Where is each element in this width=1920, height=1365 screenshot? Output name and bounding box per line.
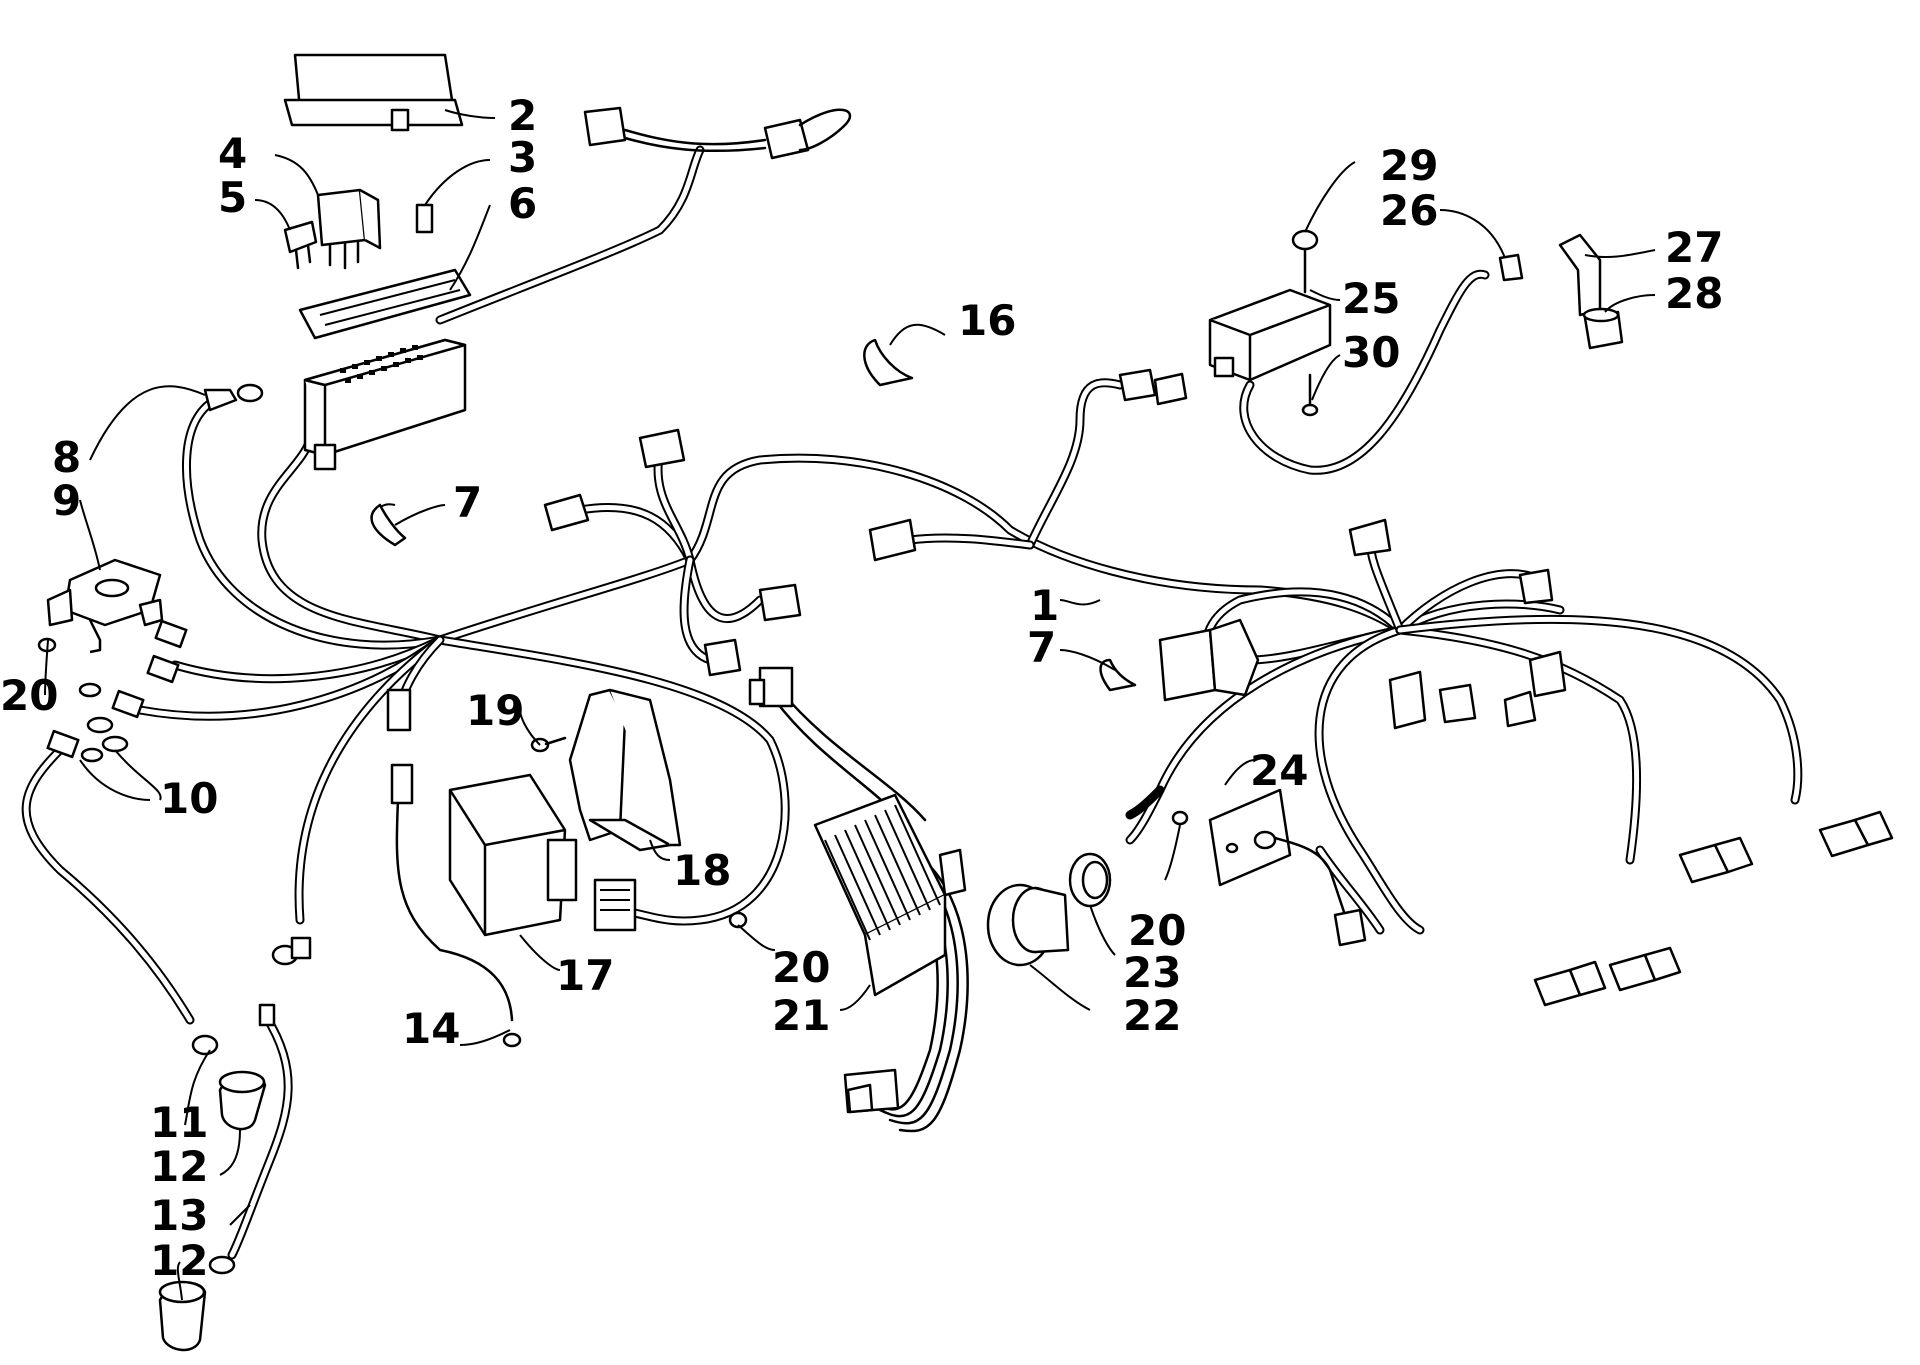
screw-20-right bbox=[1171, 810, 1189, 826]
switch-mounting-plate bbox=[1208, 788, 1367, 947]
callout-3: 3 bbox=[508, 133, 537, 182]
callout-20-left: 20 bbox=[0, 671, 58, 720]
screw-30 bbox=[1301, 373, 1319, 417]
fuse-box-cover bbox=[283, 53, 464, 132]
harness-wires bbox=[21, 145, 1803, 1260]
cdi-mounting-bracket bbox=[568, 688, 682, 852]
cap-28 bbox=[1582, 307, 1624, 350]
callout-24: 24 bbox=[1250, 746, 1308, 795]
ground-lead-14-connector bbox=[386, 688, 522, 1048]
starter-solenoid bbox=[46, 558, 164, 654]
fuse-box-base bbox=[303, 338, 467, 471]
battery-terminal-13 bbox=[208, 1255, 236, 1275]
callout-10: 10 bbox=[160, 774, 218, 823]
callout-16: 16 bbox=[958, 296, 1016, 345]
battery-terminal-11 bbox=[191, 1034, 219, 1056]
callout-14: 14 bbox=[402, 1004, 460, 1053]
callout-27: 27 bbox=[1665, 223, 1723, 272]
ground-terminal-13-upper bbox=[258, 936, 312, 1027]
solenoid-nuts-washers bbox=[78, 682, 129, 763]
callout-18: 18 bbox=[673, 846, 731, 895]
callout-6: 6 bbox=[508, 179, 537, 228]
callout-12-upper: 12 bbox=[150, 1142, 208, 1191]
nut-29 bbox=[1291, 229, 1319, 294]
callout-9: 9 bbox=[52, 476, 81, 525]
callout-8: 8 bbox=[52, 433, 81, 482]
headlight-connectors bbox=[1533, 810, 1894, 1007]
ring-terminal-8 bbox=[203, 383, 264, 412]
callout-22: 22 bbox=[1123, 991, 1181, 1040]
callout-5: 5 bbox=[218, 173, 247, 222]
fuse-label-decal bbox=[298, 268, 472, 340]
cable-clip-7-upper bbox=[370, 503, 407, 547]
callout-19: 19 bbox=[466, 686, 524, 735]
regulator-output-plug bbox=[843, 1068, 900, 1114]
mini-fuse-5 bbox=[283, 220, 318, 270]
callout-28: 28 bbox=[1665, 269, 1723, 318]
callout-20-middle: 20 bbox=[772, 943, 830, 992]
control-module-25 bbox=[1208, 288, 1332, 382]
voltage-regulator bbox=[813, 793, 967, 997]
connector-boot-26 bbox=[1498, 253, 1524, 282]
callout-4: 4 bbox=[218, 129, 247, 178]
callout-labels: 1 2 3 4 5 6 7 7 8 9 10 11 12 12 13 14 16… bbox=[0, 91, 1723, 1285]
callout-1: 1 bbox=[1030, 581, 1059, 630]
callout-26: 26 bbox=[1380, 186, 1438, 235]
regulator-harness-connector bbox=[748, 666, 794, 708]
elbow-cap-27 bbox=[1558, 233, 1602, 317]
cable-clip-16 bbox=[863, 338, 914, 387]
callout-20-right: 20 bbox=[1128, 906, 1186, 955]
callout-21: 21 bbox=[772, 991, 830, 1040]
terminal-boot-12-upper bbox=[218, 1070, 267, 1131]
relay bbox=[316, 188, 382, 270]
callout-17: 17 bbox=[556, 951, 614, 1000]
callout-2: 2 bbox=[508, 91, 537, 140]
mini-fuse-3 bbox=[415, 203, 434, 234]
terminal-boot-12-lower bbox=[158, 1280, 207, 1352]
outlet-retaining-nut bbox=[1068, 852, 1112, 908]
callout-29: 29 bbox=[1380, 141, 1438, 190]
callout-25: 25 bbox=[1342, 274, 1400, 323]
screw-19 bbox=[530, 736, 567, 753]
accessory-power-outlet bbox=[986, 883, 1070, 967]
leader-lines bbox=[44, 109, 1656, 1301]
callout-11: 11 bbox=[150, 1098, 208, 1147]
callout-13: 13 bbox=[150, 1191, 208, 1240]
top-connector-right bbox=[623, 108, 852, 160]
right-connectors bbox=[543, 368, 1567, 730]
top-connector-left bbox=[583, 106, 627, 147]
callout-7-lower: 7 bbox=[1027, 623, 1056, 672]
callout-7-upper: 7 bbox=[453, 478, 482, 527]
callout-12-lower: 12 bbox=[150, 1236, 208, 1285]
battery-cable-terminals bbox=[46, 619, 188, 759]
callout-23: 23 bbox=[1123, 948, 1181, 997]
callout-30: 30 bbox=[1342, 328, 1400, 377]
cdi-module bbox=[448, 773, 637, 937]
screw-20-middle bbox=[728, 911, 748, 929]
